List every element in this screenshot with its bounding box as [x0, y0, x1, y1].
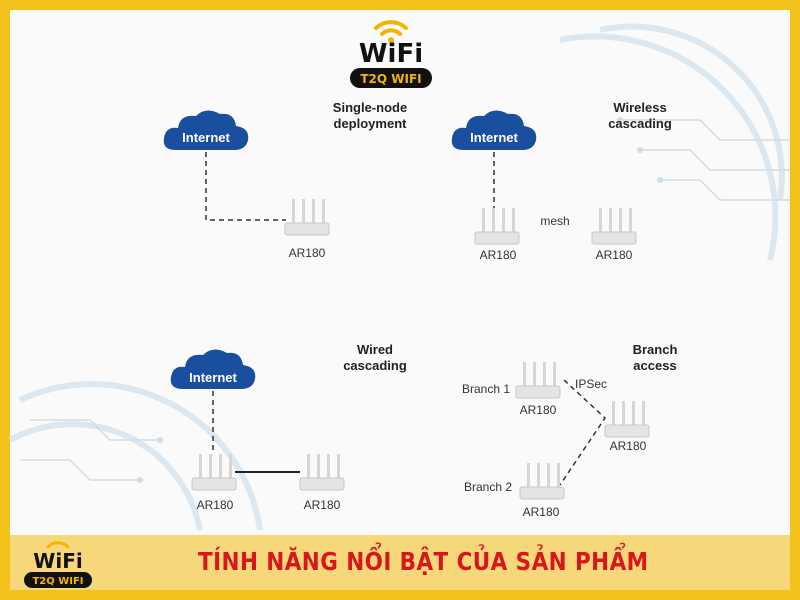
logo-tag: T2Q WIFI [360, 72, 421, 86]
heading-wired: Wired cascading [343, 342, 407, 373]
router-hq [604, 400, 650, 438]
heading-single-node: Single-node deployment [332, 100, 408, 131]
router-label-wireless-1: AR180 [480, 248, 517, 262]
logo-word-bottom: WiFi [33, 549, 82, 573]
t2q-wifi-logo-bottom: WiFi T2Q WIFI [24, 541, 92, 588]
heading-branch: Branch access [632, 342, 678, 373]
branch2-label: Branch 2 [464, 480, 512, 494]
internet-label-2: Internet [470, 130, 518, 145]
router-label-single: AR180 [289, 246, 326, 260]
logo-word: WiFi [359, 39, 423, 69]
router-wired-1 [191, 453, 237, 491]
router-label-branch-2: AR180 [523, 505, 560, 519]
link-single-node [205, 152, 286, 221]
link-ipsec [559, 379, 606, 486]
internet-label-3: Internet [189, 370, 237, 385]
router-wireless-2 [591, 207, 637, 245]
branch1-label: Branch 1 [462, 382, 510, 396]
router-label-wired-1: AR180 [197, 498, 234, 512]
router-label-wireless-2: AR180 [596, 248, 633, 262]
router-branch-2 [519, 462, 565, 500]
ipsec-label: IPSec [575, 377, 607, 391]
heading-wireless: Wireless cascading [608, 100, 672, 131]
router-label-wired-2: AR180 [304, 498, 341, 512]
diagram-panel [10, 10, 790, 535]
t2q-wifi-logo: WiFi T2Q WIFI [350, 20, 432, 88]
router-branch-1 [515, 361, 561, 399]
router-wired-2 [299, 453, 345, 491]
banner-title: TÍNH NĂNG NỔI BẬT CỦA SẢN PHẨM [198, 547, 649, 576]
router-label-branch-1: AR180 [520, 403, 557, 417]
router-label-hq: AR180 [610, 439, 647, 453]
logo-tag-bottom: T2Q WIFI [32, 576, 83, 587]
internet-label-1: Internet [182, 130, 230, 145]
router-single [284, 198, 330, 236]
mesh-label: mesh [540, 214, 569, 228]
router-wireless-1 [474, 207, 520, 245]
bottom-banner [10, 535, 790, 590]
